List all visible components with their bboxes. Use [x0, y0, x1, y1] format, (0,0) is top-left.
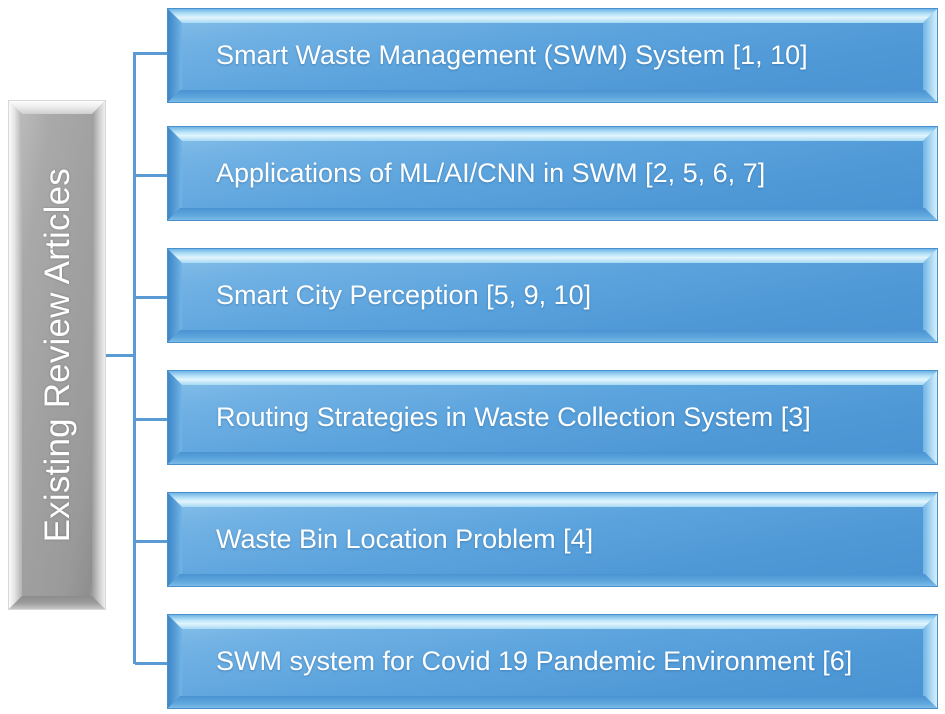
- node-bevel-top: [168, 493, 937, 507]
- node-bevel-top: [168, 127, 937, 141]
- connector-branch-5: [135, 540, 167, 543]
- connector-branch-1: [135, 52, 167, 55]
- node-label: Routing Strategies in Waste Collection S…: [216, 401, 811, 432]
- node-bevel-left: [168, 249, 182, 342]
- root-node-existing-review-articles[interactable]: Existing Review Articles: [8, 100, 106, 610]
- root-node-bevel-left: [9, 101, 22, 609]
- node-label: SWM system for Covid 19 Pandemic Environ…: [216, 645, 853, 676]
- root-node-bevel-right: [92, 101, 105, 609]
- connector-branch-3: [135, 296, 167, 299]
- node-swm-covid-19[interactable]: SWM system for Covid 19 Pandemic Environ…: [167, 614, 938, 709]
- node-label: Applications of ML/AI/CNN in SWM [2, 5, …: [216, 157, 766, 188]
- node-bevel-left: [168, 371, 182, 464]
- node-bevel-left: [168, 9, 182, 102]
- node-bevel-bottom: [168, 452, 937, 464]
- node-label: Smart Waste Management (SWM) System [1, …: [216, 39, 808, 70]
- node-bevel-bottom: [168, 696, 937, 708]
- node-bevel-right: [923, 249, 937, 342]
- connector-branch-4: [135, 418, 167, 421]
- node-routing-strategies[interactable]: Routing Strategies in Waste Collection S…: [167, 370, 938, 465]
- node-bevel-bottom: [168, 90, 937, 102]
- node-bevel-top: [168, 371, 937, 385]
- node-smart-city-perception[interactable]: Smart City Perception [5, 9, 10]: [167, 248, 938, 343]
- node-bevel-left: [168, 615, 182, 708]
- node-smart-waste-management[interactable]: Smart Waste Management (SWM) System [1, …: [167, 8, 938, 103]
- node-bevel-left: [168, 493, 182, 586]
- connector-root-stub: [106, 354, 136, 357]
- connector-branch-6: [135, 662, 167, 665]
- node-bevel-bottom: [168, 574, 937, 586]
- node-bevel-top: [168, 9, 937, 23]
- connector-trunk-vertical: [133, 52, 136, 664]
- node-bevel-right: [923, 493, 937, 586]
- node-bevel-bottom: [168, 330, 937, 342]
- node-label: Smart City Perception [5, 9, 10]: [216, 279, 592, 310]
- node-bevel-right: [923, 9, 937, 102]
- node-bevel-bottom: [168, 208, 937, 220]
- node-bevel-right: [923, 127, 937, 220]
- node-bevel-top: [168, 249, 937, 263]
- node-bevel-right: [923, 615, 937, 708]
- root-node-label: Existing Review Articles: [37, 167, 77, 543]
- node-waste-bin-location-problem[interactable]: Waste Bin Location Problem [4]: [167, 492, 938, 587]
- node-bevel-left: [168, 127, 182, 220]
- node-label: Waste Bin Location Problem [4]: [216, 523, 594, 554]
- node-bevel-top: [168, 615, 937, 629]
- node-bevel-right: [923, 371, 937, 464]
- connector-branch-2: [135, 174, 167, 177]
- node-applications-ml-ai-cnn[interactable]: Applications of ML/AI/CNN in SWM [2, 5, …: [167, 126, 938, 221]
